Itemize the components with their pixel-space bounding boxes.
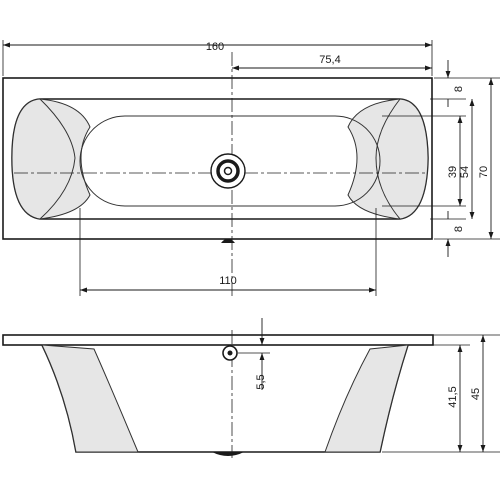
left-backrest [11, 98, 91, 220]
side-rim [2, 334, 434, 346]
dim-basin-length: 110 [219, 275, 237, 287]
side-right-panel [324, 344, 409, 453]
side-drain-icon [212, 452, 244, 456]
dim-rim-bottom: 8 [453, 226, 465, 232]
side-left-panel [41, 344, 139, 453]
side-view [2, 330, 434, 458]
right-backrest-inner [375, 98, 401, 220]
right-backrest [347, 98, 429, 220]
dim-center-offset: 75,4 [319, 54, 340, 66]
left-backrest-inner [39, 98, 76, 220]
overflow-icon [221, 238, 235, 243]
dim-inner-depth: 41,5 [447, 386, 459, 407]
dim-overall-width: 70 [478, 166, 490, 178]
dim-overall-length: 160 [206, 41, 224, 53]
basin-floor [79, 115, 381, 207]
top-view [2, 52, 433, 298]
tub-outer-rim [2, 77, 433, 240]
dim-inner-width: 54 [459, 166, 471, 178]
dim-rim-top: 8 [453, 86, 465, 92]
dim-drain-depth: 5,5 [255, 374, 267, 389]
dim-overall-height: 45 [470, 388, 482, 400]
drain-icon [210, 153, 246, 189]
dimensions: 160 75,4 8 39 54 70 8 110 [2, 40, 500, 453]
side-overflow-icon [222, 345, 238, 361]
dim-basin-width: 39 [447, 166, 459, 178]
